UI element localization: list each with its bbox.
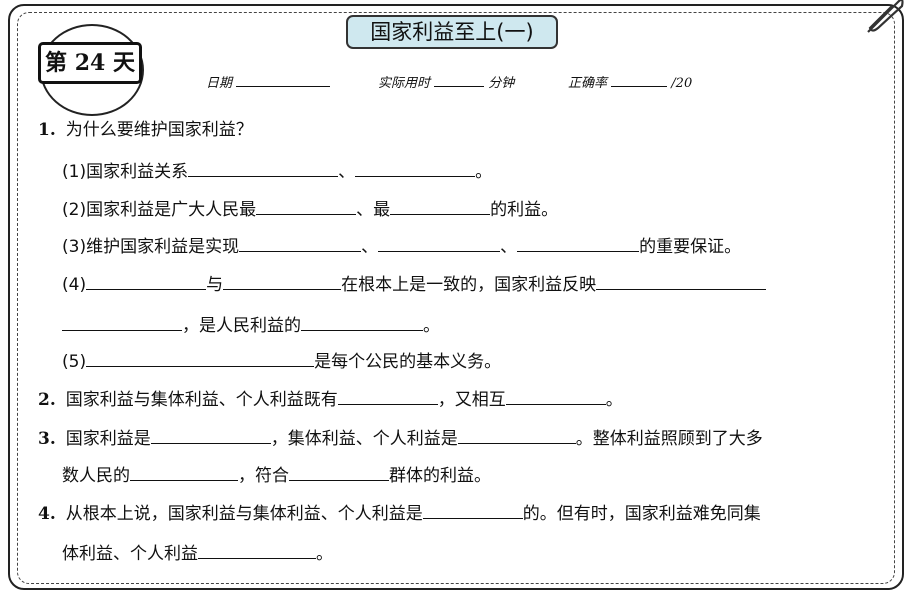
accuracy-field: 正确率 /20 [568,72,692,91]
q1-item-text: (1)国家利益关系 [62,161,189,182]
answer-blank[interactable] [390,196,491,215]
question-text: ，符合 [238,465,289,486]
q1-item-text: (5) [62,351,87,372]
question-text: 的。但有时，国家利益难免同集 [522,503,761,524]
q1-item-text: (4) [62,274,87,295]
q1-item-4: (4) 与 在根本上是一致的，国家利益反映 [62,271,767,297]
q1-item-text: 、最 [356,199,391,220]
q1-item-5: (5) 是每个公民的基本义务。 [62,348,501,374]
question-4: 4. 从根本上说，国家利益与集体利益、个人利益是 的。但有时，国家利益难免同集 [38,500,761,526]
answer-blank[interactable] [223,271,342,290]
question-4-cont: 体利益、个人利益 。 [62,540,333,566]
question-2: 2. 国家利益与集体利益、个人利益既有 ，又相互 。 [38,386,623,412]
answer-blank[interactable] [301,312,423,331]
q1-item-text: 的重要保证。 [639,236,742,257]
answer-blank[interactable] [337,386,438,405]
accuracy-blank[interactable] [611,72,668,87]
date-blank[interactable] [236,72,331,87]
q1-item-text: 。 [475,161,493,182]
question-text: 。 [316,543,333,564]
answer-blank[interactable] [130,462,238,481]
answer-blank[interactable] [355,158,476,177]
accuracy-label: 正确率 [568,76,608,91]
q1-item-text: 的利益。 [490,199,559,220]
question-text: 数人民的 [62,465,130,486]
answer-blank[interactable] [86,348,315,367]
page-title: 国家利益至上(一) [346,15,558,49]
question-text: 。整体利益照顾到了大多 [575,428,763,449]
q1-item-2: (2)国家利益是广大人民最 、最 的利益。 [62,196,558,222]
q1-item-1: (1)国家利益关系 、 。 [62,158,492,184]
question-number: 3. [38,428,56,449]
q1-item-text: ，是人民利益的 [182,315,301,336]
question-text: 体利益、个人利益 [62,543,198,564]
question-number: 2. [38,389,56,410]
q1-item-text: 、 [500,236,518,257]
worksheet-dashed-border [17,12,895,584]
q1-item-text: 、 [338,161,356,182]
q1-item-4-cont: ，是人民利益的 。 [62,312,440,338]
question-text: 。 [605,389,623,410]
question-text: ，集体利益、个人利益是 [270,428,458,449]
time-label: 实际用时 [378,76,431,91]
question-number: 4. [38,503,56,524]
q1-item-text: 是每个公民的基本义务。 [314,351,502,372]
q1-item-text: 、 [361,236,379,257]
answer-blank[interactable] [86,271,207,290]
answer-blank[interactable] [422,500,523,519]
question-text: 为什么要维护国家利益？ [65,120,253,140]
answer-blank[interactable] [256,196,357,215]
answer-blank[interactable] [289,462,389,481]
time-field: 实际用时 分钟 [378,72,514,91]
question-text: 群体的利益。 [389,465,491,486]
answer-blank[interactable] [62,312,182,331]
question-number: 1. [38,120,56,140]
time-unit: 分钟 [488,76,515,91]
accuracy-total: /20 [671,76,693,91]
question-3-cont: 数人民的 ，符合 群体的利益。 [62,462,491,488]
question-3: 3. 国家利益是 ，集体利益、个人利益是 。整体利益照顾到了大多 [38,425,763,451]
question-text: 国家利益是 [65,428,151,449]
answer-blank[interactable] [378,233,501,252]
q1-item-text: (3)维护国家利益是实现 [62,236,240,257]
answer-blank[interactable] [596,271,767,290]
day-badge: 第 24 天 [38,42,142,84]
paper-clip-icon [867,0,904,33]
answer-blank[interactable] [188,158,339,177]
question-text: ，又相互 [437,389,506,410]
q1-item-text: 在根本上是一致的，国家利益反映 [341,274,597,295]
answer-blank[interactable] [505,386,606,405]
answer-blank[interactable] [517,233,640,252]
date-label: 日期 [206,76,233,91]
answer-blank[interactable] [457,425,576,444]
worksheet-card [8,4,904,590]
q1-item-3: (3)维护国家利益是实现 、 、 的重要保证。 [62,233,741,259]
time-blank[interactable] [434,72,485,87]
date-field: 日期 [206,72,331,91]
q1-item-text: (2)国家利益是广大人民最 [62,199,257,220]
answer-blank[interactable] [150,425,271,444]
answer-blank[interactable] [198,540,316,559]
q1-item-text: 。 [423,315,440,336]
question-1: 1. 为什么要维护国家利益？ [38,118,253,142]
q1-item-text: 与 [206,274,224,295]
question-text: 从根本上说，国家利益与集体利益、个人利益是 [65,503,423,524]
question-text: 国家利益与集体利益、个人利益既有 [65,389,338,410]
answer-blank[interactable] [239,233,362,252]
